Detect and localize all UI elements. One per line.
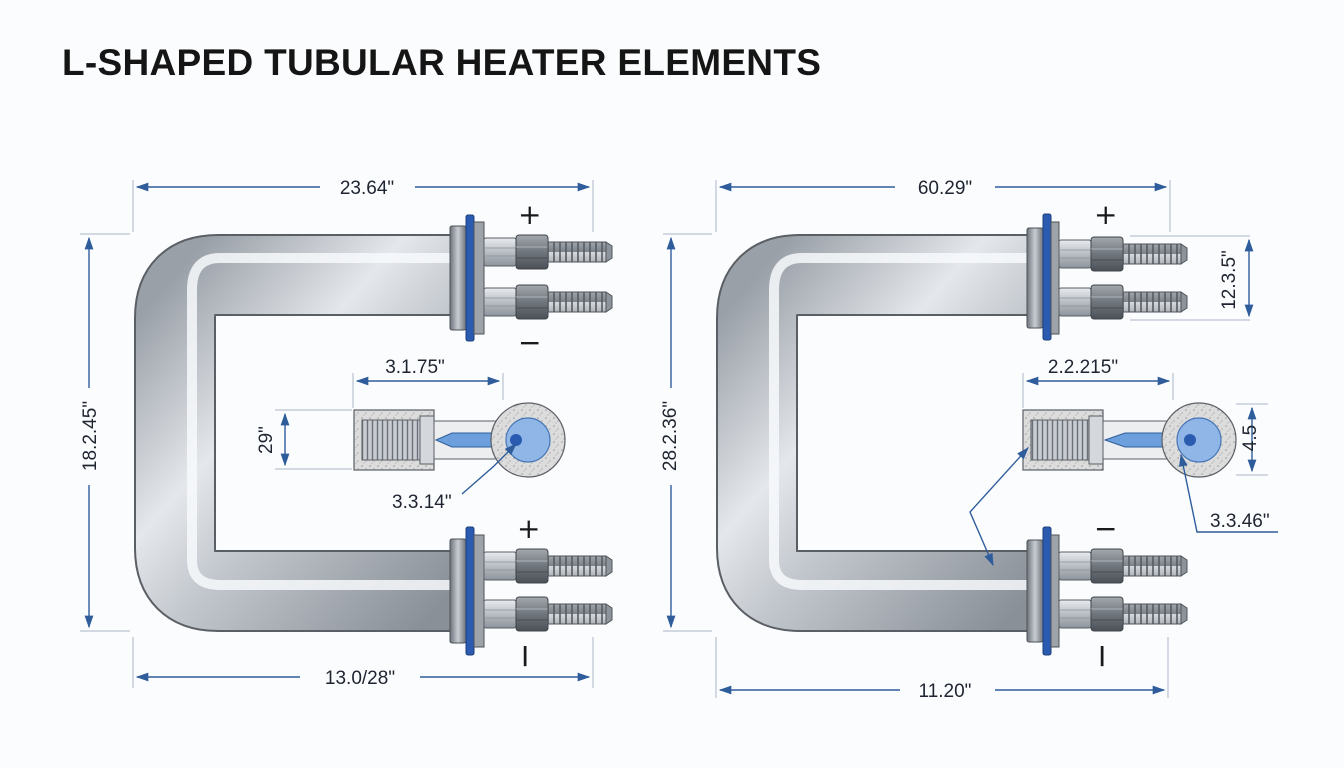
right-top-flange bbox=[1026, 213, 1188, 341]
left-bottom-width-label: 13.0/28" bbox=[325, 668, 395, 689]
left-bottom-negative-sign: I bbox=[521, 640, 529, 673]
left-top-flange bbox=[449, 214, 613, 342]
right-detail-length-label: 2.2.215" bbox=[1048, 357, 1118, 378]
left-section-detail bbox=[353, 402, 566, 478]
left-detail-diameter-label: 3.3.14" bbox=[392, 492, 452, 513]
right-section-detail bbox=[1022, 402, 1237, 478]
left-top-negative-sign: − bbox=[518, 326, 541, 359]
right-bottom-i-sign: I bbox=[1098, 640, 1106, 673]
page-title: L-SHAPED TUBULAR HEATER ELEMENTS bbox=[62, 42, 822, 83]
right-detail-diameter-label: 3.3.46" bbox=[1210, 511, 1270, 532]
left-tube bbox=[134, 234, 455, 632]
right-tube bbox=[716, 234, 1035, 632]
right-top-width-label: 60.29" bbox=[918, 178, 972, 199]
left-detail-length-label: 3.1.75" bbox=[385, 357, 445, 378]
right-bottom-negative-sign: − bbox=[1094, 512, 1117, 545]
left-heater: + − + I bbox=[80, 178, 613, 689]
right-terminal-spacing-label: 12.3.5" bbox=[1219, 250, 1240, 310]
right-bottom-width-label: 11.20" bbox=[919, 681, 972, 702]
left-top-positive-sign: + bbox=[518, 198, 541, 231]
left-bottom-positive-sign: + bbox=[517, 512, 540, 545]
right-bottom-flange bbox=[1026, 526, 1188, 656]
right-dimension-lines bbox=[663, 180, 1278, 698]
right-top-positive-sign: + bbox=[1094, 198, 1117, 231]
right-detail-height-label: 4.5 bbox=[1240, 425, 1261, 451]
left-detail-height-label: 29" bbox=[256, 426, 277, 454]
left-height-label: 18.2.45" bbox=[80, 401, 101, 471]
left-bottom-flange bbox=[449, 526, 613, 656]
left-top-width-label: 23.64" bbox=[340, 178, 394, 199]
right-height-label: 28.2.36" bbox=[660, 401, 681, 471]
left-dimension-lines bbox=[80, 180, 594, 688]
right-heater: + − I bbox=[660, 178, 1278, 702]
